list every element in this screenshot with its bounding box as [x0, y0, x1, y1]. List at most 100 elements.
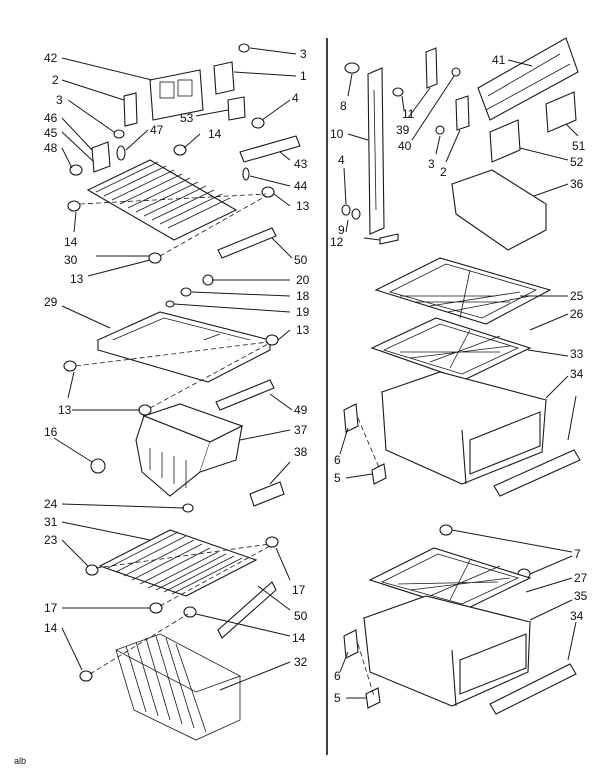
label-13d: 13 — [58, 403, 72, 417]
part-wire-shelf-30 — [86, 159, 238, 241]
label-3: 3 — [56, 93, 63, 107]
part-crisper-34 — [380, 371, 548, 485]
label-38: 38 — [294, 445, 308, 459]
label-14a: 14 — [208, 127, 222, 141]
part-knob — [116, 145, 126, 161]
label-33: 33 — [570, 347, 584, 361]
label-10: 10 — [330, 127, 344, 141]
part-plate — [227, 96, 246, 121]
label-29: 29 — [44, 295, 58, 309]
label-13c: 13 — [296, 323, 310, 337]
part-tray-33 — [370, 317, 532, 381]
label-31: 31 — [44, 515, 58, 529]
right-labels: 8 10 4 9 12 11 39 40 41 3 2 51 52 36 25 … — [330, 53, 588, 705]
part-rail-50b — [217, 581, 277, 639]
part-cap-8 — [344, 62, 360, 74]
part-clip-14b — [67, 200, 81, 212]
part-rail-34 — [493, 449, 581, 497]
label-39: 39 — [396, 123, 410, 137]
part-bracket-2r — [455, 95, 470, 131]
part-left-bracket — [123, 92, 138, 127]
part-wire-shelf-31 — [98, 529, 258, 597]
label-6a: 6 — [334, 453, 341, 467]
label-19: 19 — [296, 305, 310, 319]
part-clip-13 — [261, 186, 275, 198]
part-wheel-6b — [343, 629, 359, 659]
part-bracket — [213, 61, 235, 95]
part-screw-3b — [113, 129, 125, 139]
part-control-housing — [149, 69, 204, 121]
part-tray-29 — [96, 311, 272, 383]
label-7: 7 — [574, 547, 581, 561]
label-24: 24 — [44, 497, 58, 511]
label-1: 1 — [300, 69, 307, 83]
label-42: 42 — [44, 51, 58, 65]
label-50a: 50 — [294, 253, 308, 267]
part-clip-23 — [85, 564, 99, 576]
leader-lines — [53, 47, 579, 699]
part-clip-14d — [79, 670, 93, 682]
part-rail-49 — [215, 379, 275, 411]
part-wire-basket-32 — [115, 633, 241, 741]
part-thermostat — [91, 141, 111, 173]
label-30: 30 — [64, 253, 78, 267]
label-5b: 5 — [334, 691, 341, 705]
label-26: 26 — [570, 307, 584, 321]
part-rail-50 — [217, 227, 277, 259]
label-44: 44 — [294, 179, 308, 193]
label-16: 16 — [44, 425, 58, 439]
part-clip-24 — [182, 503, 194, 513]
part-vertical-rail-10 — [367, 67, 385, 235]
label-36: 36 — [570, 177, 584, 191]
label-45: 45 — [44, 126, 58, 140]
label-41: 41 — [492, 53, 506, 67]
label-40: 40 — [398, 139, 412, 153]
label-9: 9 — [338, 223, 345, 237]
part-rail-38 — [249, 481, 285, 507]
label-34a: 34 — [570, 367, 584, 381]
part-pin-19 — [165, 300, 175, 308]
label-34b: 34 — [570, 609, 584, 623]
part-cover-51 — [545, 91, 577, 133]
part-clip-9 — [341, 204, 351, 216]
part-knob-16 — [90, 458, 106, 474]
part-clip-11 — [392, 87, 404, 97]
label-32: 32 — [294, 655, 308, 669]
part-knob-48 — [69, 164, 83, 176]
label-52: 52 — [570, 155, 584, 169]
label-13b: 13 — [70, 272, 84, 286]
part-screw-3 — [238, 43, 250, 53]
part-tray-27 — [368, 547, 532, 611]
label-17a: 17 — [292, 583, 306, 597]
part-dairy-bin-36 — [450, 169, 548, 251]
part-clip-4 — [251, 117, 265, 129]
label-51: 51 — [572, 139, 586, 153]
part-bracket-39 — [425, 47, 438, 89]
label-27: 27 — [574, 571, 588, 585]
label-20: 20 — [296, 273, 310, 287]
label-48: 48 — [44, 141, 58, 155]
part-clip-17b — [149, 602, 163, 614]
label-14c: 14 — [292, 631, 306, 645]
label-25: 25 — [570, 289, 584, 303]
part-clip-13d — [63, 360, 77, 372]
label-23: 23 — [44, 533, 58, 547]
label-50b: 50 — [294, 609, 308, 623]
label-4: 4 — [292, 91, 299, 105]
label-3r: 3 — [428, 157, 435, 171]
label-14d: 14 — [44, 621, 58, 635]
part-clip-5b — [365, 687, 381, 709]
part-bin-37 — [135, 403, 244, 497]
part-screw-3r — [435, 125, 445, 135]
left-labels: 42 2 3 46 45 48 53 47 14 3 1 4 43 44 13 … — [44, 47, 310, 669]
label-37: 37 — [294, 423, 308, 437]
label-5a: 5 — [334, 471, 341, 485]
label-11: 11 — [402, 107, 415, 121]
part-clip-13e — [138, 404, 152, 416]
label-8: 8 — [340, 99, 347, 113]
part-rail-43 — [239, 135, 301, 163]
part-knob-20 — [202, 274, 214, 286]
label-46: 46 — [44, 111, 58, 125]
part-clip-9b — [351, 208, 361, 220]
